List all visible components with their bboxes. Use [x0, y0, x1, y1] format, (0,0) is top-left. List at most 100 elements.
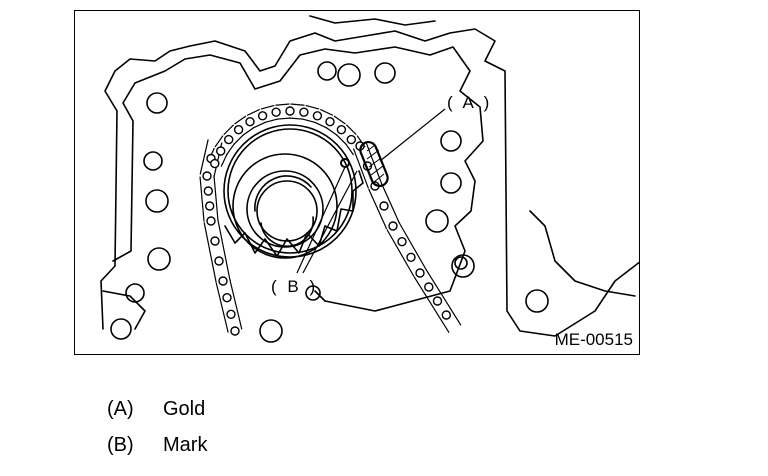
bolt-hole [374, 62, 396, 84]
chain-side-plate [225, 143, 235, 156]
legend-letter: (A) [107, 398, 134, 420]
legend-text: Mark [163, 434, 208, 456]
chain-side-plate [380, 182, 400, 224]
chain-link [257, 111, 268, 121]
bolt-hole [317, 61, 337, 81]
chain-link [312, 111, 323, 121]
chain-side-plate [199, 176, 205, 222]
chain-link [202, 171, 212, 181]
chain-link [379, 201, 389, 211]
chain-link [271, 107, 281, 117]
chain-link [415, 268, 425, 278]
legend-text: Gold [163, 398, 206, 420]
chain-side-plate [345, 124, 357, 136]
chain-link [233, 124, 244, 135]
chain-side-plate [425, 268, 462, 326]
chain-side-plate [320, 108, 334, 116]
chain-link [230, 326, 240, 336]
chain-side-plate [301, 118, 316, 124]
chain-link [299, 107, 309, 117]
chain-link [336, 124, 347, 135]
chain-side-plate [289, 117, 304, 120]
chain-side-plate [275, 103, 290, 106]
bolt-hole [440, 130, 462, 152]
callout-b: ( B ) [271, 277, 319, 296]
legend-row-a: (A) Gold [107, 398, 205, 421]
chain-link [441, 310, 451, 320]
sprocket-teeth [224, 170, 364, 257]
chain-side-plate [336, 134, 347, 145]
bolt-hole [451, 254, 475, 278]
chain-side-plate [386, 229, 415, 277]
chain-side-plate [233, 134, 244, 145]
housing-outline [100, 28, 639, 337]
bolt-hole [440, 172, 462, 194]
chain-side-plate [223, 124, 235, 136]
chain-link [223, 134, 234, 145]
chain-side-plate [290, 103, 305, 106]
chain-link [432, 296, 443, 306]
chain-side-plate [213, 175, 219, 221]
gold-link [359, 140, 389, 188]
chain-side-plate [234, 115, 247, 125]
sprocket [223, 124, 364, 259]
bolt-hole [337, 63, 361, 87]
chain-side-plate [260, 104, 275, 110]
housing-right-edge [529, 210, 636, 297]
leader-line-b [296, 166, 346, 274]
chain-side-plate [220, 153, 228, 167]
chain-side-plate [398, 222, 427, 270]
chain-side-plate [246, 108, 260, 116]
callout-a: ( A ) [447, 93, 493, 112]
chain-link [397, 236, 407, 247]
chain-side-plate [229, 279, 243, 330]
chain-link [210, 158, 220, 169]
bolt-hole [147, 247, 171, 271]
housing-left-edge [102, 290, 146, 330]
chain-side-plate [217, 219, 231, 280]
chain-link [210, 236, 220, 246]
bolt-hole [145, 189, 169, 213]
chain-side-plate [264, 118, 279, 124]
chain-side-plate [314, 121, 328, 129]
chain-side-plate [276, 117, 291, 120]
chain-link [406, 252, 416, 263]
chain-side-plate [215, 282, 229, 333]
chain-link [222, 293, 232, 303]
housing-inner-edge [112, 46, 484, 312]
timing-chain [199, 103, 462, 336]
legend-letter: (B) [107, 434, 134, 456]
bolt-hole [305, 285, 321, 301]
gold-link-hatch [366, 144, 385, 183]
chain-link [245, 116, 255, 127]
chain-side-plate [413, 276, 450, 334]
bolt-hole [259, 319, 283, 343]
chain-link [285, 106, 295, 116]
leader-line-a [379, 108, 446, 162]
chain-side-plate [242, 126, 255, 136]
chain-side-plate [325, 126, 338, 136]
bolt-hole [454, 256, 468, 270]
chain-side-plate [305, 104, 320, 110]
chain-link [388, 221, 398, 231]
chain-side-plate [203, 222, 217, 283]
leader-line-b2 [302, 170, 358, 274]
chain-side-plate [352, 148, 370, 189]
bolt-hole [425, 209, 449, 233]
chain-link [218, 276, 228, 286]
chain-link [424, 282, 434, 292]
bolt-hole [525, 289, 549, 313]
chain-link [226, 309, 236, 319]
chain-link [215, 146, 226, 156]
legend-row-b: (B) Mark [107, 434, 207, 457]
chain-link [346, 134, 356, 145]
chain-side-plate [345, 143, 355, 156]
bolt-hole [125, 283, 145, 303]
chain-side-plate [252, 121, 266, 129]
engine-timing-drawing [100, 15, 639, 343]
bolt-hole [143, 151, 163, 171]
figure-id: ME-00515 [554, 330, 633, 349]
diagram-figure: ( A ) ( B ) ME-00515 [74, 10, 640, 355]
chain-side-plate [333, 115, 346, 125]
chain-side-plate [368, 188, 388, 230]
